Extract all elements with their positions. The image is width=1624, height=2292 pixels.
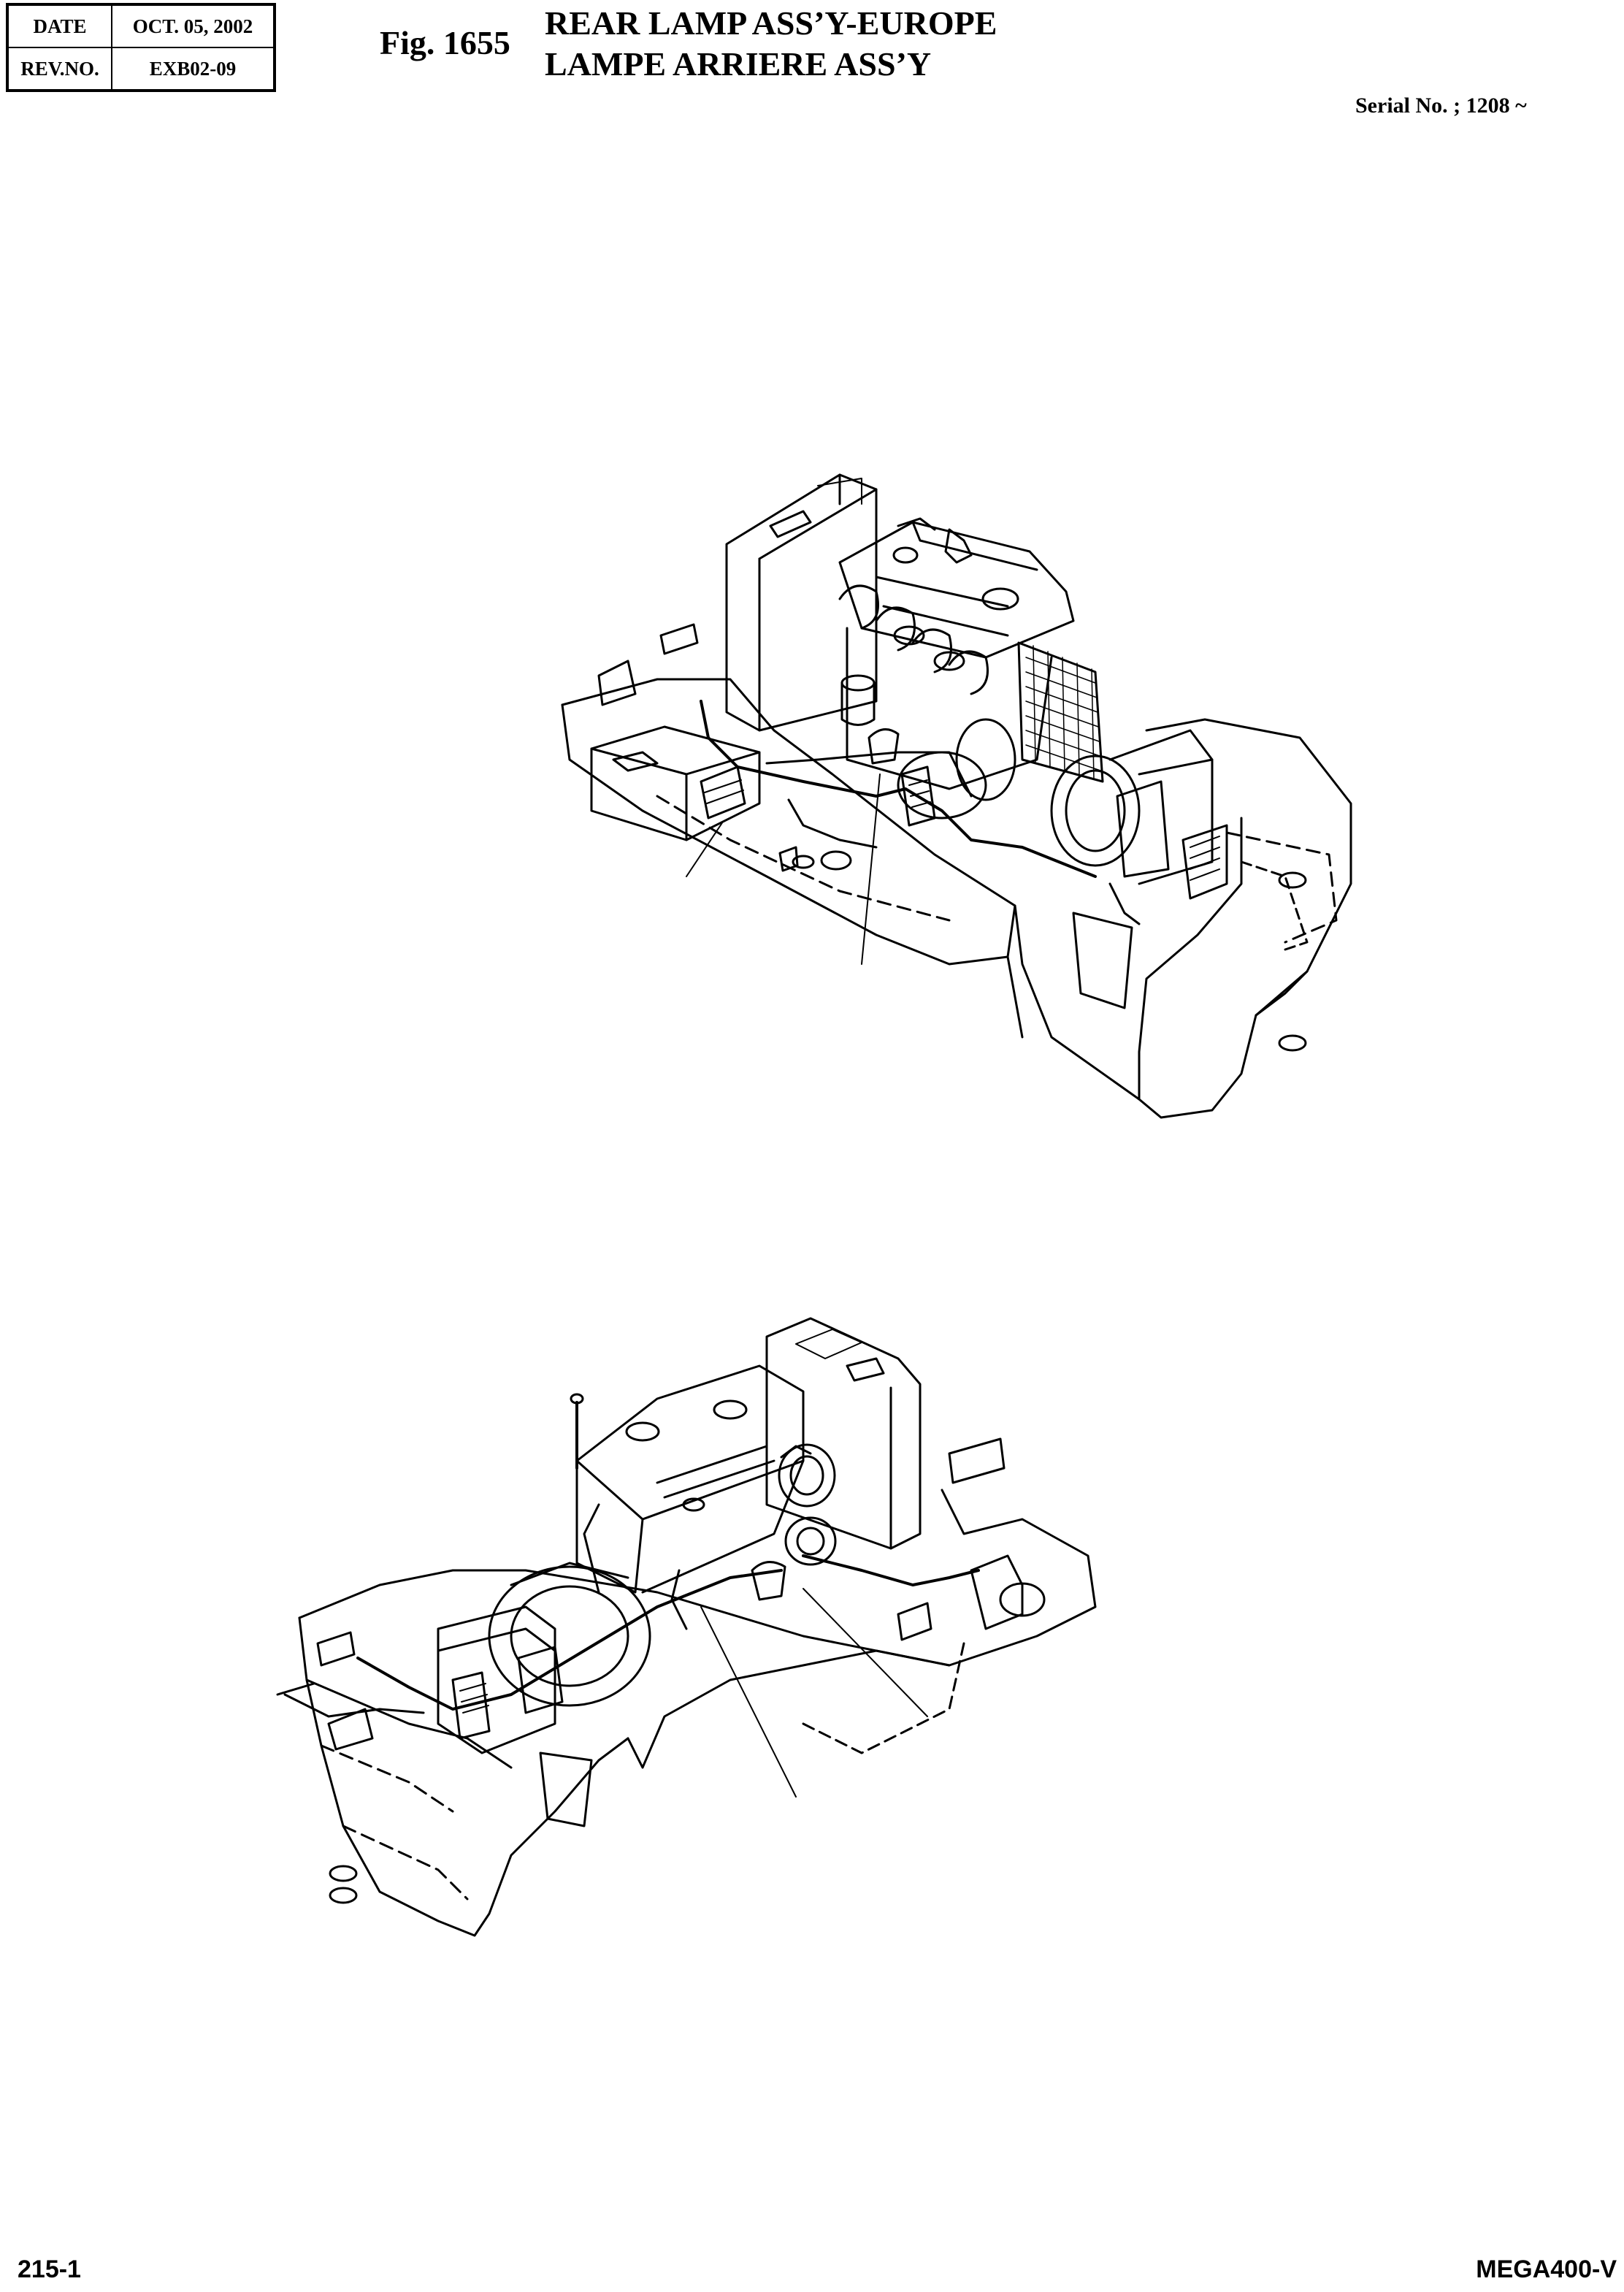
page-title: REAR LAMP ASS’Y-EUROPE LAMPE ARRIERE ASS…: [545, 3, 997, 85]
title-line-french: LAMPE ARRIERE ASS’Y: [545, 45, 932, 83]
title-line-english: REAR LAMP ASS’Y-EUROPE: [545, 4, 997, 42]
date-label: DATE: [7, 4, 112, 48]
rev-label: REV.NO.: [7, 47, 112, 91]
upper-assembly-view: [561, 473, 1352, 1119]
rev-value: EXB02-09: [111, 47, 275, 91]
page-number: 215-1: [18, 2255, 81, 2283]
lower-assembly-view: [276, 1317, 1097, 1937]
serial-number: Serial No. ; 1208 ~: [1355, 93, 1527, 118]
revision-info-table: DATE OCT. 05, 2002 REV.NO. EXB02-09: [6, 3, 276, 92]
figure-number: Fig. 1655: [380, 24, 510, 61]
date-value: OCT. 05, 2002: [111, 4, 275, 48]
model-name: MEGA400-V: [1476, 2255, 1617, 2283]
